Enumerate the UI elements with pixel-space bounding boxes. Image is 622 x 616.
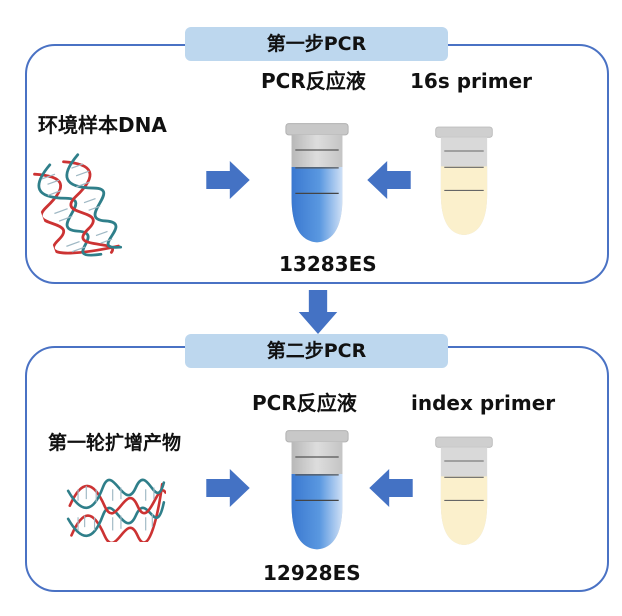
left-arrow-icon [369,469,413,507]
step2-sample-label: 第一轮扩增产物 [48,432,182,454]
down-arrow-icon [298,290,338,334]
left-arrow-icon [367,161,411,199]
step2-primer-label: index primer [411,391,556,415]
right-arrow-icon [206,161,250,199]
dna-double-helix-icon [66,478,166,542]
reagent-tube-icon [285,429,349,551]
step1-product-code: 13283ES [279,252,377,276]
right-arrow-icon [206,469,250,507]
step1-primer-label: 16s primer [410,69,533,93]
step2-reagent-label: PCR反应液 [252,391,357,415]
dna-double-helix-icon [24,149,126,273]
step1-header: 第一步PCR [185,27,448,61]
step1-sample-label: 环境样本DNA [38,113,167,137]
step2-header: 第二步PCR [185,334,448,368]
step2-product-code: 12928ES [263,561,361,585]
primer-tube-icon [435,126,493,236]
step1-reagent-label: PCR反应液 [261,69,366,93]
primer-tube-icon [435,436,493,546]
reagent-tube-icon [285,122,349,244]
